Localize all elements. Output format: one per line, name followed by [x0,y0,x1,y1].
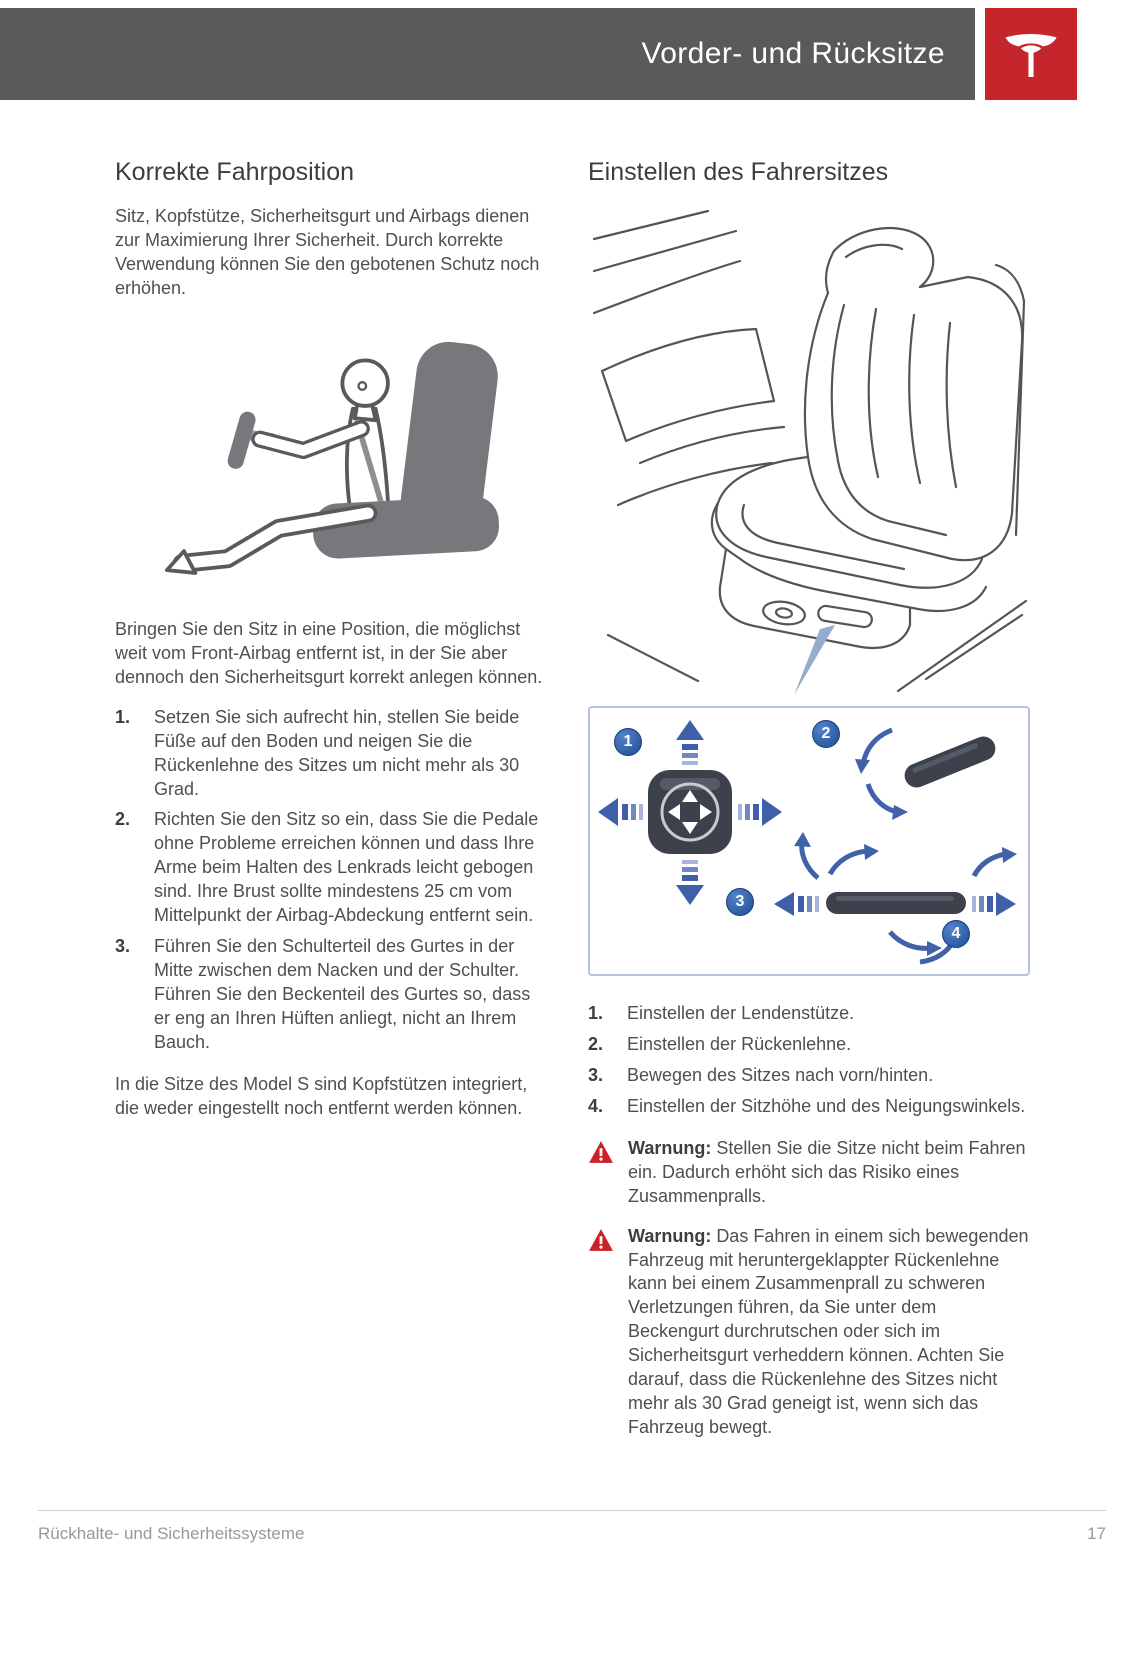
seat-controls-diagram: 1 2 3 4 [588,706,1030,976]
list-item: 1. Setzen Sie sich aufrecht hin, stellen… [115,706,547,802]
list-item-text: Setzen Sie sich aufrecht hin, stellen Si… [154,706,520,799]
tesla-logo-icon [1005,34,1057,78]
driver-seat-line-drawing [592,209,1028,695]
list-item: 2. Richten Sie den Sitz so ein, dass Sie… [115,808,547,928]
list-item-number: 2. [115,809,131,830]
left-column: Korrekte Fahrposition Sitz, Kopfstütze, … [115,158,547,1440]
headrest-paragraph: In die Sitze des Model S sind Kopfstütze… [115,1073,528,1118]
callout-pointer [794,625,835,695]
page-number: 17 [1087,1524,1106,1543]
list-item-number: 3. [115,936,131,957]
seat-controls-graphic [598,720,1017,965]
intro-paragraph: Sitz, Kopfstütze, Sicherheitsgurt und Ai… [115,206,540,298]
list-item: 3. Führen Sie den Schulterteil des Gurte… [115,935,547,1055]
section-heading-korrekte-fahrposition: Korrekte Fahrposition [115,158,355,186]
list-item-text: Einstellen der Lendenstütze. [627,1003,855,1023]
callout-badge-2: 2 [812,720,840,748]
right-column: Einstellen des Fahrersitzes [588,158,1030,1440]
list-item: 1. Einstellen der Lendenstütze. [588,1002,1030,1026]
page-header: Vorder- und Rücksitze [0,0,1142,100]
diagram-legend: 1. Einstellen der Lendenstütze. 2. Einst… [588,1002,1030,1119]
driving-position-steps: 1. Setzen Sie sich aufrecht hin, stellen… [115,706,547,1055]
list-item-number: 1. [588,1003,604,1023]
list-item-number: 4. [588,1095,604,1116]
warning-text: Das Fahren in einem sich bewegenden Fahr… [628,1225,1029,1438]
warning-text: Stellen Sie die Sitze nicht beim Fahren … [628,1137,1026,1206]
warning-block: Warnung:Das Fahren in einem sich bewegen… [588,1225,1030,1440]
list-item-text: Führen Sie den Schulterteil des Gurtes i… [154,936,531,1052]
warning-label: Warnung: [628,1137,712,1158]
warning-paragraph: Warnung:Das Fahren in einem sich bewegen… [628,1225,1030,1440]
direction-arrows [598,720,782,905]
callout-badge-4: 4 [942,920,970,948]
list-item: 2. Einstellen der Rückenlehne. [588,1033,1030,1057]
list-item-text: Einstellen der Rückenlehne. [627,1033,852,1054]
warning-block: Warnung:Stellen Sie die Sitze nicht beim… [588,1137,1030,1209]
page-title: Vorder- und Rücksitze [641,37,945,70]
callout-badge-1: 1 [614,728,642,756]
seated-driver-figure [164,341,499,575]
seat-back [399,341,498,546]
list-item-text: Richten Sie den Sitz so ein, dass Sie di… [154,809,539,926]
position-paragraph: Bringen Sie den Sitz in eine Position, d… [115,618,543,687]
seat-switch-bar [774,832,1017,965]
callout-badge-3: 3 [726,888,754,916]
section-heading-einstellen-fahrersitz: Einstellen des Fahrersitzes [588,158,889,186]
recline-switch [855,727,996,820]
warning-icon [588,1137,628,1209]
seated-driver-illustration [127,331,535,592]
driver-foot [164,548,198,575]
tesla-logo [985,8,1077,100]
seat-control-switches [762,600,873,629]
list-item: 4. Einstellen der Sitzhöhe und des Neigu… [588,1095,1030,1119]
list-item-number: 1. [115,706,131,727]
warning-icon [588,1225,628,1440]
list-item-text: Einstellen der Sitzhöhe und des Neigungs… [627,1095,1026,1116]
warning-label: Warnung: [628,1225,712,1246]
list-item-text: Bewegen des Sitzes nach vorn/hinten. [627,1064,934,1085]
driver-seat-illustration [588,205,1030,702]
page-content: Korrekte Fahrposition Sitz, Kopfstütze, … [0,100,1142,1440]
list-item-number: 2. [588,1033,604,1054]
joystick-pad [648,770,732,854]
warning-paragraph: Warnung:Stellen Sie die Sitze nicht beim… [628,1137,1030,1209]
footer-section-label: Rückhalte- und Sicherheitssysteme [38,1524,305,1543]
list-item: 3. Bewegen des Sitzes nach vorn/hinten. [588,1064,1030,1088]
page-footer: Rückhalte- und Sicherheitssysteme 17 [38,1510,1106,1544]
header-bar: Vorder- und Rücksitze [0,8,975,100]
list-item-number: 3. [588,1064,604,1085]
